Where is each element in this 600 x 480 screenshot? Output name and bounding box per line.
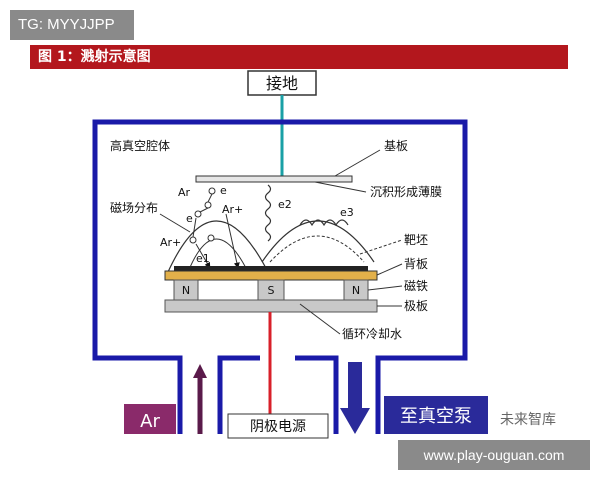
e1-text: e1	[196, 252, 210, 265]
substrate-leader	[334, 149, 381, 177]
electron-1	[204, 201, 212, 209]
collision-path-2	[199, 207, 209, 213]
target-label: 靶坯	[404, 233, 428, 247]
ion-trajectory	[225, 213, 240, 269]
collision-path	[207, 193, 213, 203]
ar-atom	[208, 187, 216, 195]
ar-text: Ar	[178, 186, 191, 199]
e-text: e	[220, 184, 227, 197]
chamber-inner-wall-left	[217, 355, 260, 434]
ar-plus-text-2: Ar+	[160, 236, 181, 249]
power-label: 阴极电源	[250, 419, 306, 435]
electron-loop-e3	[299, 219, 349, 227]
backplate-label: 背板	[404, 257, 428, 271]
electrode-label: 极板	[404, 299, 428, 313]
electron-spiral-e2	[264, 184, 272, 242]
ar-inlet-label: Ar	[140, 411, 160, 432]
ar-inlet-box	[124, 404, 176, 434]
magnet-n-right-text: N	[352, 284, 360, 297]
field-arc-right-dashed	[269, 235, 365, 263]
e-text-2: e	[186, 212, 193, 225]
e3-text: e3	[340, 206, 354, 219]
magnet-s-text: S	[268, 284, 275, 297]
bottom-watermark-text: 未来智库	[500, 412, 556, 428]
substrate-label: 基板	[384, 139, 408, 153]
top-watermark-badge: TG: MYYJJPP	[10, 10, 134, 40]
field-arc-right	[261, 220, 375, 263]
chamber-wall	[92, 119, 468, 434]
ground-label: 接地	[266, 74, 298, 93]
chamber-inner-wall-right	[295, 355, 339, 434]
ion-trajectory-2	[195, 243, 211, 269]
target	[174, 266, 368, 271]
electron-2	[194, 210, 202, 218]
ar-plus-text: Ar+	[222, 203, 243, 216]
film-leader	[314, 181, 367, 193]
electron-3	[207, 234, 215, 242]
cooling-label: 循环冷却水	[342, 327, 402, 341]
target-leader	[359, 239, 403, 255]
backplate-leader	[376, 263, 403, 276]
vacuum-arrow-head	[340, 408, 370, 434]
vacuum-label: 至真空泵	[400, 406, 472, 427]
electrode-plate	[164, 299, 378, 313]
e2-text: e2	[278, 198, 292, 211]
magnet-leader	[367, 285, 403, 291]
backplate	[164, 270, 378, 281]
field-arc-left	[167, 220, 269, 273]
figure-title-bar: 图 1：溅射示意图	[30, 45, 568, 69]
substrate	[195, 175, 353, 183]
ar-ion	[189, 236, 197, 244]
cooling-leader	[299, 303, 341, 335]
magnetic-field-label: 磁场分布	[110, 200, 158, 215]
vacuum-arrow-shaft	[348, 362, 362, 408]
ar-inlet-arrow-head	[193, 364, 207, 378]
magnet-n-left-text: N	[182, 284, 190, 297]
magnetic-field-leader	[159, 213, 191, 233]
magnet-label: 磁铁	[404, 278, 428, 293]
bottom-watermark-badge: www.play-ouguan.com	[398, 440, 590, 470]
field-arc-left-inner	[187, 238, 249, 273]
film-label: 沉积形成薄膜	[370, 184, 442, 199]
power-box	[227, 413, 329, 439]
collision-path-3	[192, 217, 197, 238]
vacuum-box	[384, 396, 488, 434]
chamber-label: 高真空腔体	[110, 138, 170, 153]
